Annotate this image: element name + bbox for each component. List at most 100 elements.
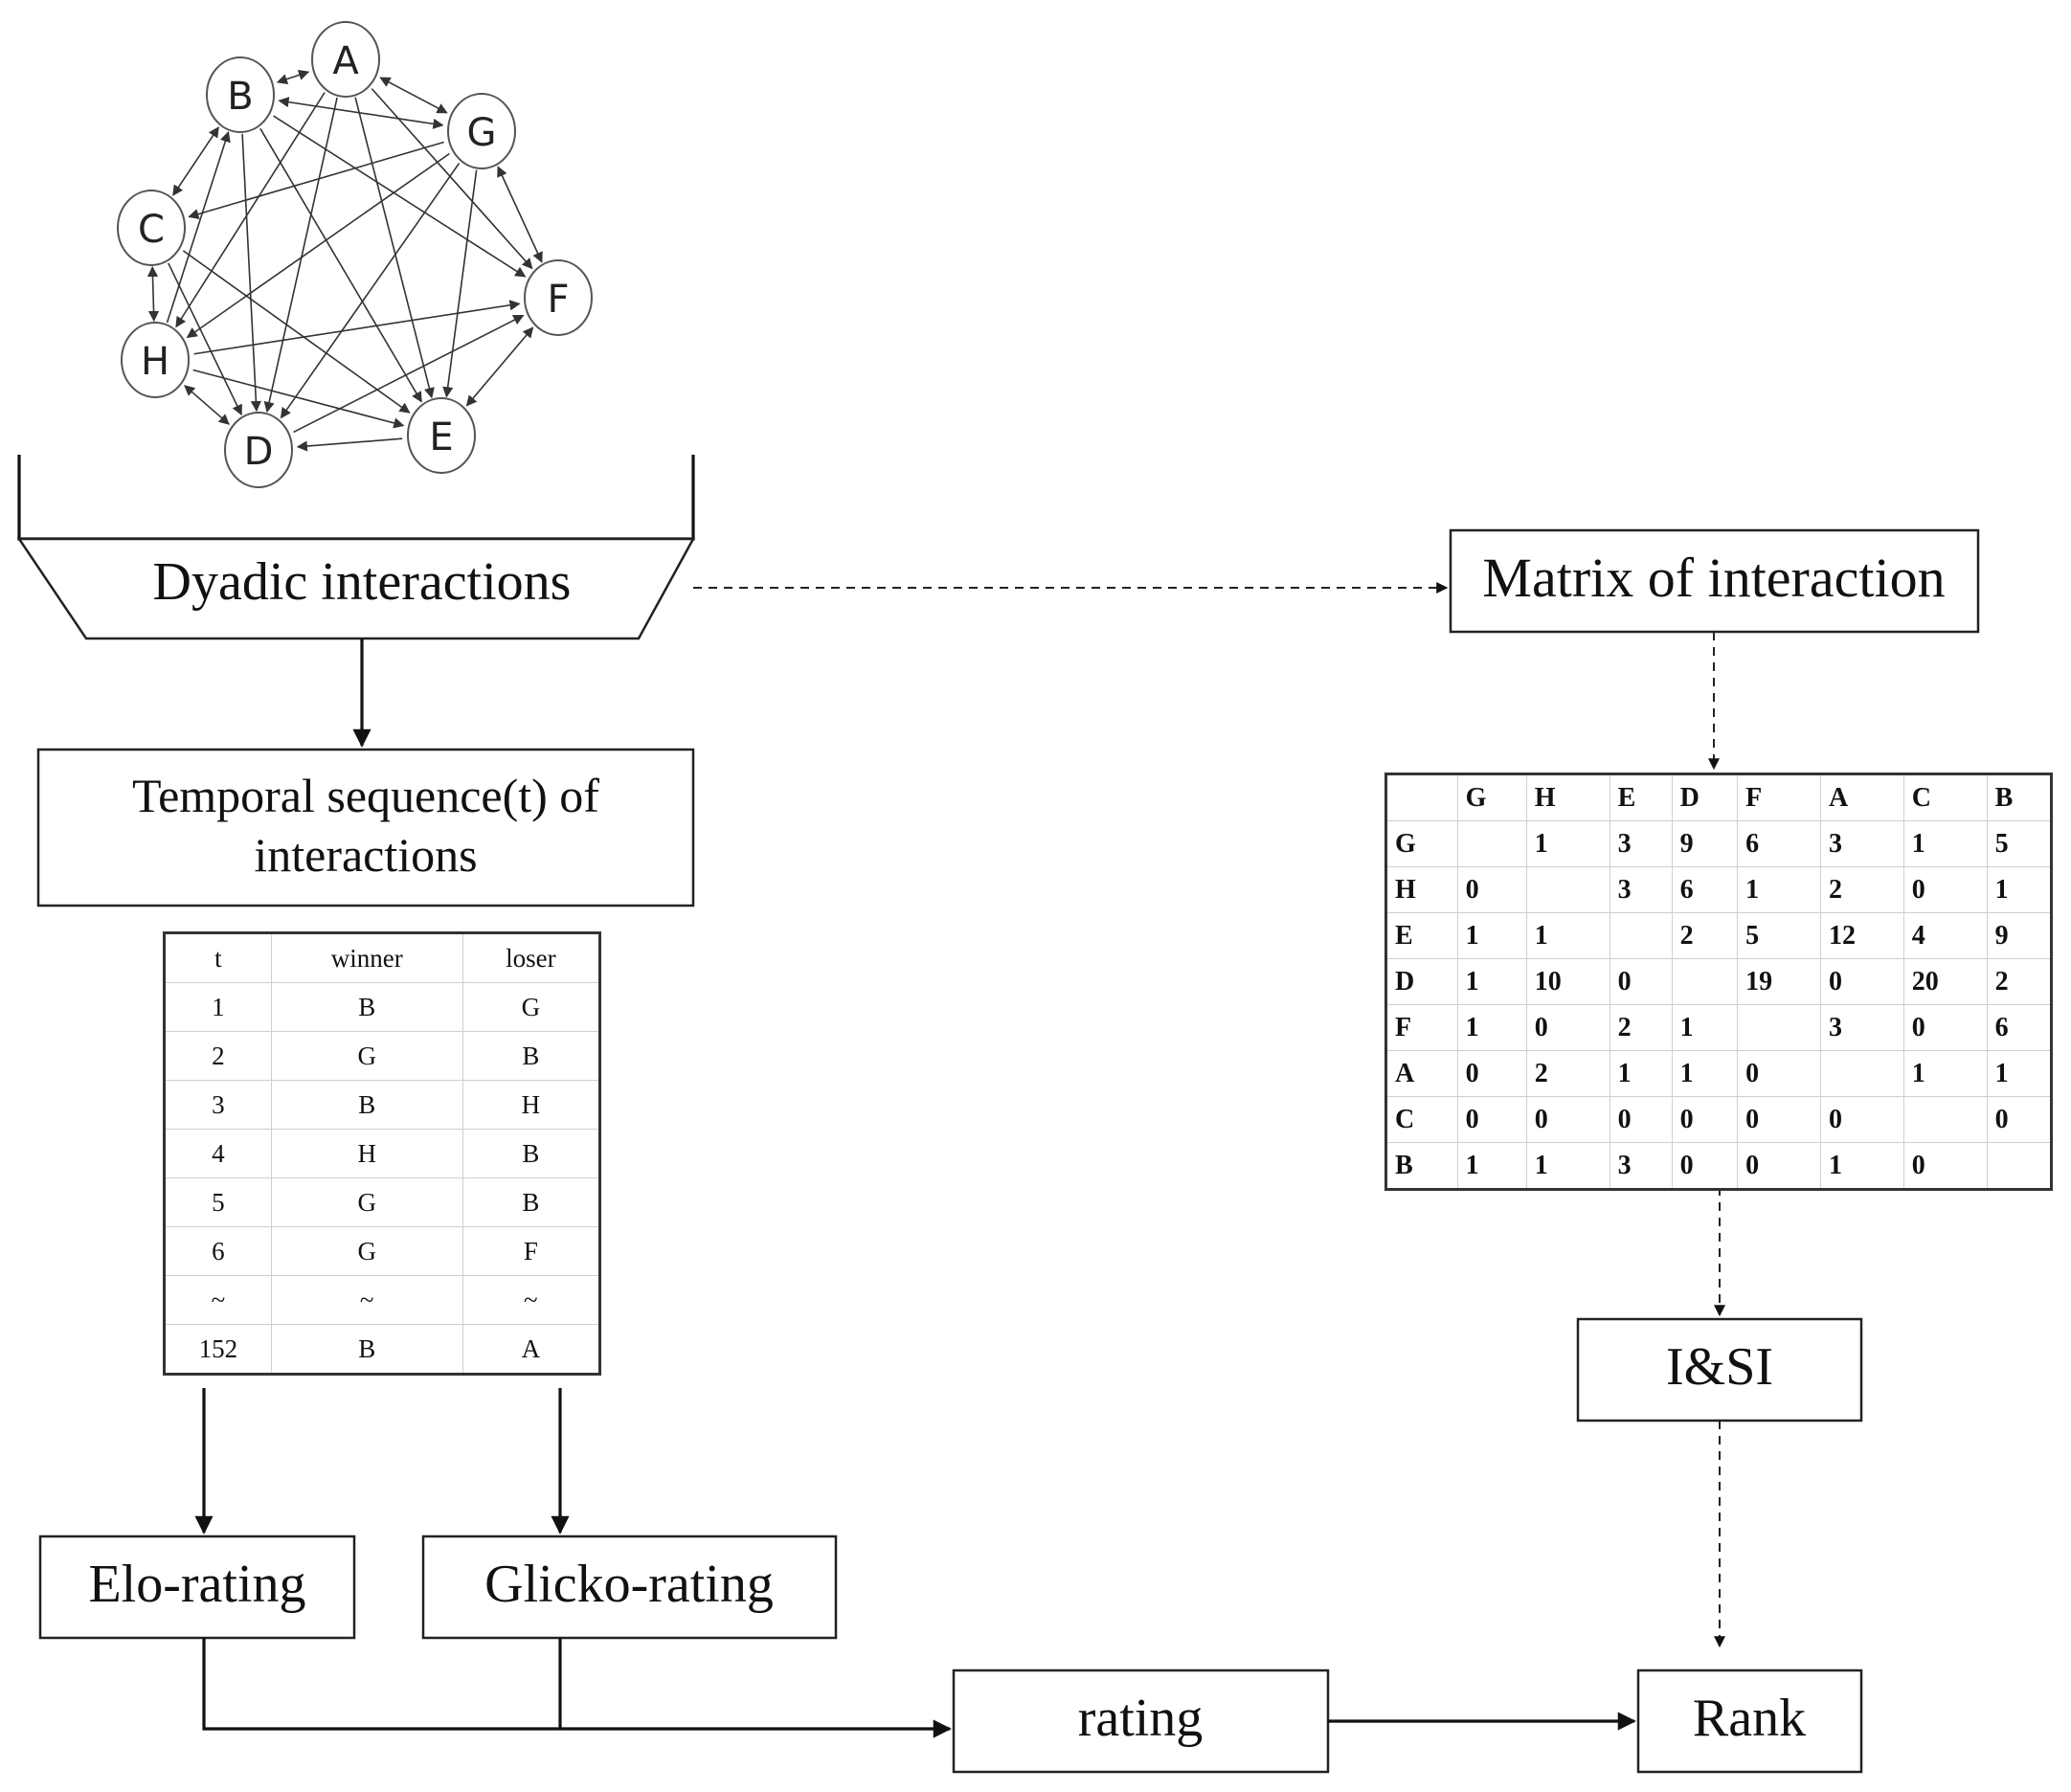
matrix-cell xyxy=(1525,866,1610,913)
matrix-cell xyxy=(1609,912,1673,959)
matrix-row-header: C xyxy=(1385,1096,1458,1143)
matrix-cell: 19 xyxy=(1737,958,1821,1005)
matrix-cell: 1 xyxy=(1456,958,1527,1005)
matrix-row-header: H xyxy=(1385,866,1458,913)
edge-G-C xyxy=(188,141,444,220)
edge-B-G xyxy=(278,97,444,129)
matrix-cell: 0 xyxy=(1737,1096,1821,1143)
edge-H-F xyxy=(193,300,521,355)
matrix-cell: 2 xyxy=(1525,1050,1610,1097)
matrix-cell: 3 xyxy=(1819,1004,1904,1051)
matrix-column-header: A xyxy=(1819,773,1904,821)
edge-A-E xyxy=(354,97,435,399)
node-label: E xyxy=(429,415,453,459)
matrix-row-header: B xyxy=(1385,1142,1458,1190)
matrix-cell: 1 xyxy=(1456,1142,1527,1190)
table-header-row: t winner loser xyxy=(164,932,601,983)
node-C: C xyxy=(117,190,186,266)
matrix-cell xyxy=(1737,1004,1821,1051)
matrix-column-header: D xyxy=(1671,773,1739,821)
rating-label: rating xyxy=(1078,1689,1204,1748)
temporal-sequence-box xyxy=(36,748,695,907)
matrix-cell: 3 xyxy=(1609,1142,1673,1190)
edge-D-H xyxy=(184,385,230,425)
matrix-cell: 1 xyxy=(1525,820,1610,867)
cell-loser: B xyxy=(461,1177,601,1227)
matrix-cell: 10 xyxy=(1525,958,1610,1005)
elo-rating-label: Elo-rating xyxy=(88,1555,305,1614)
edge-H-B xyxy=(166,130,231,324)
network-edges xyxy=(146,69,543,452)
matrix-cell: 0 xyxy=(1737,1050,1821,1097)
matrix-of-interaction-label: Matrix of interaction xyxy=(1482,547,1945,609)
edge-B-E xyxy=(259,127,422,403)
matrix-cell: 6 xyxy=(1986,1004,2053,1051)
cell-loser: B xyxy=(461,1129,601,1178)
cell-winner: B xyxy=(270,982,463,1032)
node-circle xyxy=(311,21,380,98)
matrix-cell: 0 xyxy=(1456,1096,1527,1143)
collector-bracket xyxy=(17,455,695,541)
table-row: 3 B H xyxy=(164,1080,601,1130)
cell-winner: B xyxy=(270,1080,463,1130)
matrix-cell: 0 xyxy=(1609,958,1673,1005)
matrix-cell: 1 xyxy=(1902,1050,1988,1097)
edge-A-F xyxy=(371,88,533,270)
header-loser: loser xyxy=(461,932,601,983)
matrix-cell: 3 xyxy=(1819,820,1904,867)
glicko-rating-label: Glicko-rating xyxy=(484,1555,774,1614)
matrix-cell: 0 xyxy=(1986,1096,2053,1143)
table-row: 1 B G xyxy=(164,982,601,1032)
header-winner: winner xyxy=(270,932,463,983)
matrix-cell: 0 xyxy=(1902,1004,1988,1051)
matrix-cell: 0 xyxy=(1819,1096,1904,1143)
matrix-corner-cell xyxy=(1385,773,1458,821)
matrix-column-header: H xyxy=(1525,773,1610,821)
matrix-cell xyxy=(1456,820,1527,867)
node-label: G xyxy=(467,111,497,155)
edge-G-E xyxy=(442,169,478,398)
cell-loser: A xyxy=(461,1324,601,1375)
rank-box xyxy=(1636,1669,1863,1774)
matrix-cell: 20 xyxy=(1902,958,1988,1005)
matrix-cell xyxy=(1902,1096,1988,1143)
matrix-cell: 9 xyxy=(1671,820,1739,867)
temporal-sequence-label-line2: interactions xyxy=(254,828,477,882)
node-A: A xyxy=(311,21,380,98)
glicko-rating-box xyxy=(421,1534,838,1640)
matrix-column-header: F xyxy=(1737,773,1821,821)
cell-t: 1 xyxy=(164,982,272,1032)
matrix-cell: 0 xyxy=(1671,1096,1739,1143)
cell-t: 6 xyxy=(164,1226,272,1276)
matrix-cell: 0 xyxy=(1456,1050,1527,1097)
matrix-cell: 0 xyxy=(1671,1142,1739,1190)
matrix-row-header: A xyxy=(1385,1050,1458,1097)
matrix-row-header: D xyxy=(1385,958,1458,1005)
edge-A-D xyxy=(263,97,338,414)
node-circle xyxy=(447,93,516,169)
matrix-row-header: G xyxy=(1385,820,1458,867)
edge-G-H xyxy=(186,152,450,339)
matrix-cell: 1 xyxy=(1609,1050,1673,1097)
node-circle xyxy=(121,322,190,398)
arrow-elo-to-rating xyxy=(202,1638,952,1738)
temporal-sequence-table: t winner loser 1 B G 2 G B 3 B H 4 H B 5… xyxy=(163,931,601,1376)
node-label: F xyxy=(547,278,569,322)
edge-D-F xyxy=(293,314,525,434)
node-circle xyxy=(206,56,275,133)
node-D: D xyxy=(224,412,293,488)
rating-box xyxy=(952,1669,1330,1774)
table-row: 4 H B xyxy=(164,1129,601,1178)
matrix-cell: 1 xyxy=(1456,1004,1527,1051)
matrix-cell: 0 xyxy=(1609,1096,1673,1143)
node-label: B xyxy=(227,75,253,119)
table-row: 6 G F xyxy=(164,1226,601,1276)
matrix-cell: 0 xyxy=(1525,1004,1610,1051)
matrix-column-header: C xyxy=(1902,773,1988,821)
cell-winner: B xyxy=(270,1324,463,1375)
